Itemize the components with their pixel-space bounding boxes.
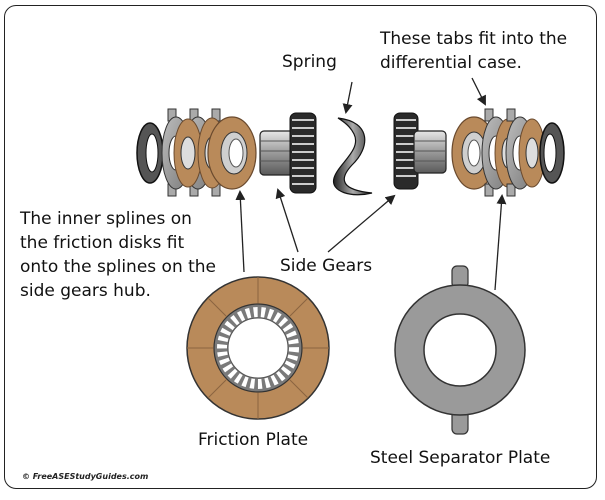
left-clutch-pack	[136, 108, 257, 197]
side-gears-label: Side Gears	[280, 256, 373, 276]
right-side-gear	[393, 112, 447, 190]
splines-label-line1: The inner splines on	[20, 209, 192, 229]
splines-label-line3: onto the splines on the	[20, 257, 217, 277]
tabs-label: These tabs fit into the differential cas…	[380, 27, 567, 75]
arrow-side-gear-right	[327, 194, 396, 253]
splines-label-line4: side gears hub.	[20, 281, 151, 301]
arrow-tabs	[471, 77, 486, 106]
left-friction-plates	[173, 116, 257, 190]
spring	[333, 117, 373, 196]
friction-plate-illustration	[186, 276, 330, 420]
arrow-spring	[342, 81, 353, 114]
right-clutch-pack	[451, 108, 565, 197]
arrow-side-gear-left	[275, 188, 299, 253]
friction-plate-label: Friction Plate	[198, 430, 309, 450]
arrow-inner-splines	[235, 190, 246, 273]
steel-separator-plate-label: Steel Separator Plate	[370, 448, 551, 468]
tabs-label-line1: These tabs fit into the	[380, 29, 568, 49]
callout-arrows	[235, 77, 507, 291]
splines-label-line2: the friction disks fit	[20, 233, 185, 253]
tabs-label-line2: differential case.	[380, 53, 522, 73]
copyright-notice: © FreeASEStudyGuides.com	[22, 472, 149, 481]
spring-label: Spring	[282, 52, 337, 72]
left-side-gear	[259, 112, 317, 194]
steel-separator-plate-illustration	[394, 265, 526, 435]
diagram-frame	[4, 5, 597, 489]
right-steel-plates	[481, 108, 546, 197]
arrow-steel-plate	[494, 194, 507, 291]
splines-label: The inner splines on the friction disks …	[20, 207, 216, 303]
